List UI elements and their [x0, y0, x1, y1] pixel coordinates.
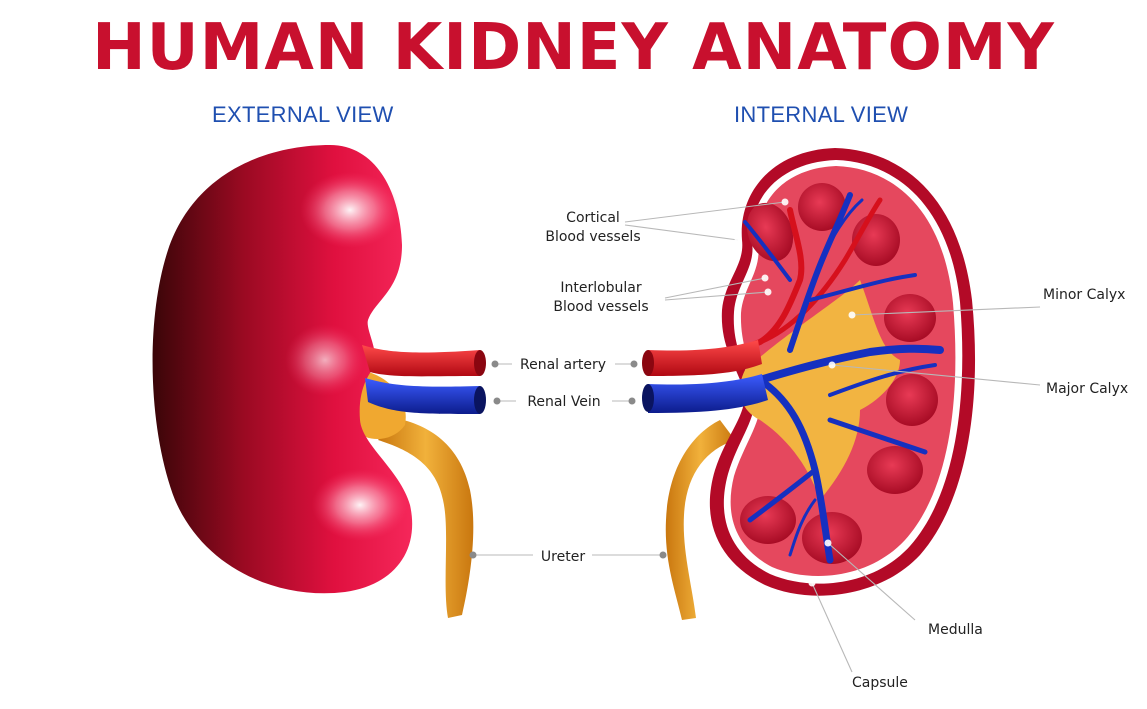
label-ureter: Ureter: [541, 549, 585, 565]
internal-artery-opening: [642, 350, 654, 376]
internal-kidney: [642, 148, 976, 620]
label-renal-vein: Renal Vein: [527, 394, 600, 410]
external-ureter: [378, 418, 474, 618]
medulla-pyramids: [740, 183, 938, 564]
label-medulla: Medulla: [928, 622, 983, 638]
internal-vein-opening: [642, 384, 654, 412]
internal-view-heading: INTERNAL VIEW: [734, 102, 909, 127]
label-renal-artery: Renal artery: [520, 357, 606, 373]
label-cortical-line2: Blood vessels: [545, 229, 640, 245]
page-title: HUMAN KIDNEY ANATOMY: [92, 11, 1055, 85]
leader-lines: [473, 201, 1041, 673]
internal-renal-pelvis: [740, 280, 900, 500]
external-vein-opening: [474, 386, 486, 414]
external-lobe-highlight-bottom: [312, 469, 408, 541]
external-lobe-highlight-top: [300, 172, 400, 248]
external-artery-opening: [474, 350, 486, 376]
internal-renal-artery: [648, 340, 762, 376]
label-cortical-line1: Cortical: [566, 210, 620, 226]
leader-dots: [469, 198, 856, 587]
external-kidney: [152, 145, 486, 618]
external-renal-vein: [365, 378, 480, 414]
label-minor-calyx: Minor Calyx: [1043, 287, 1125, 303]
internal-renal-vein: [648, 374, 768, 413]
label-interlobular-line2: Blood vessels: [553, 299, 648, 315]
external-renal-artery: [362, 345, 480, 377]
label-capsule: Capsule: [852, 675, 908, 691]
label-major-calyx: Major Calyx: [1046, 381, 1128, 397]
internal-ureter: [665, 420, 735, 620]
external-view-heading: EXTERNAL VIEW: [212, 102, 394, 127]
external-lobe-highlight-mid: [285, 324, 365, 396]
label-interlobular-line1: Interlobular: [560, 280, 642, 296]
